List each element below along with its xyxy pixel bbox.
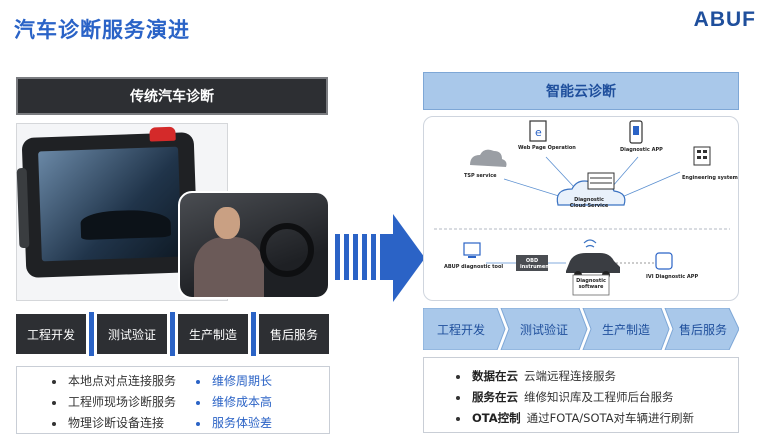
- cloud-diagnosis-header: 智能云诊断: [423, 72, 739, 110]
- issue-item: 维修周期长: [196, 372, 272, 389]
- stage-testing: 测试验证: [97, 314, 167, 354]
- stage-engineering: 工程开发: [436, 322, 485, 337]
- stage-aftersales: 售后服务: [678, 322, 727, 337]
- ivi-app-node: IVI Diagnostic APP: [646, 274, 699, 280]
- brand-logo: ABUF: [693, 8, 756, 31]
- web-page-node: Web Page Operation: [518, 145, 576, 151]
- right-stage-bar: 工程开发 测试验证 生产制造 售后服务: [423, 308, 739, 350]
- stage-aftersales: 售后服务: [259, 314, 329, 354]
- list-item: OTA控制通过FOTA/SOTA对车辆进行刷新: [456, 410, 694, 426]
- stage-divider: [170, 312, 175, 356]
- stage-divider: [89, 312, 94, 356]
- stage-production: 生产制造: [601, 322, 650, 337]
- tablet-device-image: [16, 126, 199, 278]
- traditional-diagnosis-header: 传统汽车诊断: [16, 77, 328, 115]
- list-item: 工程师现场诊断服务: [52, 393, 176, 410]
- stage-engineering: 工程开发: [16, 314, 86, 354]
- cloud-architecture-diagram: e TSP service Web Page Operation Diagnos…: [423, 116, 739, 301]
- engineer-in-car-photo: [178, 191, 330, 299]
- evolution-arrow-icon: [335, 212, 425, 302]
- stage-divider: [251, 312, 256, 356]
- diagnostic-tool-node: ABUP diagnostic tool: [444, 264, 504, 270]
- stage-testing: 测试验证: [519, 322, 568, 337]
- tsp-service-node: TSP service: [464, 173, 497, 179]
- engineering-system-node: Engineering system: [682, 175, 738, 181]
- issue-item: 服务体验差: [196, 414, 272, 431]
- diagnostic-app-node: Diagnostic APP: [620, 147, 663, 153]
- list-item: 本地点对点连接服务: [52, 372, 176, 389]
- issue-item: 维修成本高: [196, 393, 272, 410]
- stage-production: 生产制造: [178, 314, 248, 354]
- left-stage-bar: 工程开发 测试验证 生产制造 售后服务: [16, 312, 329, 356]
- cloud-bullets: 数据在云云端远程连接服务 服务在云维修知识库及工程师后台服务 OTA控制通过FO…: [423, 357, 739, 433]
- traditional-bullets: [16, 366, 330, 434]
- page-title: 汽车诊断服务演进: [14, 18, 190, 42]
- diagnostic-software-node: Diagnostic software: [576, 278, 606, 290]
- list-item: 数据在云云端远程连接服务: [456, 368, 616, 384]
- cloud-service-node: Diagnostic Cloud Service: [569, 197, 609, 209]
- svg-text:e: e: [535, 126, 542, 139]
- list-item: 物理诊断设备连接: [52, 414, 164, 431]
- obd-node: OBD instrument: [520, 258, 552, 270]
- diagram-lines: e: [434, 120, 730, 296]
- list-item: 服务在云维修知识库及工程师后台服务: [456, 389, 674, 405]
